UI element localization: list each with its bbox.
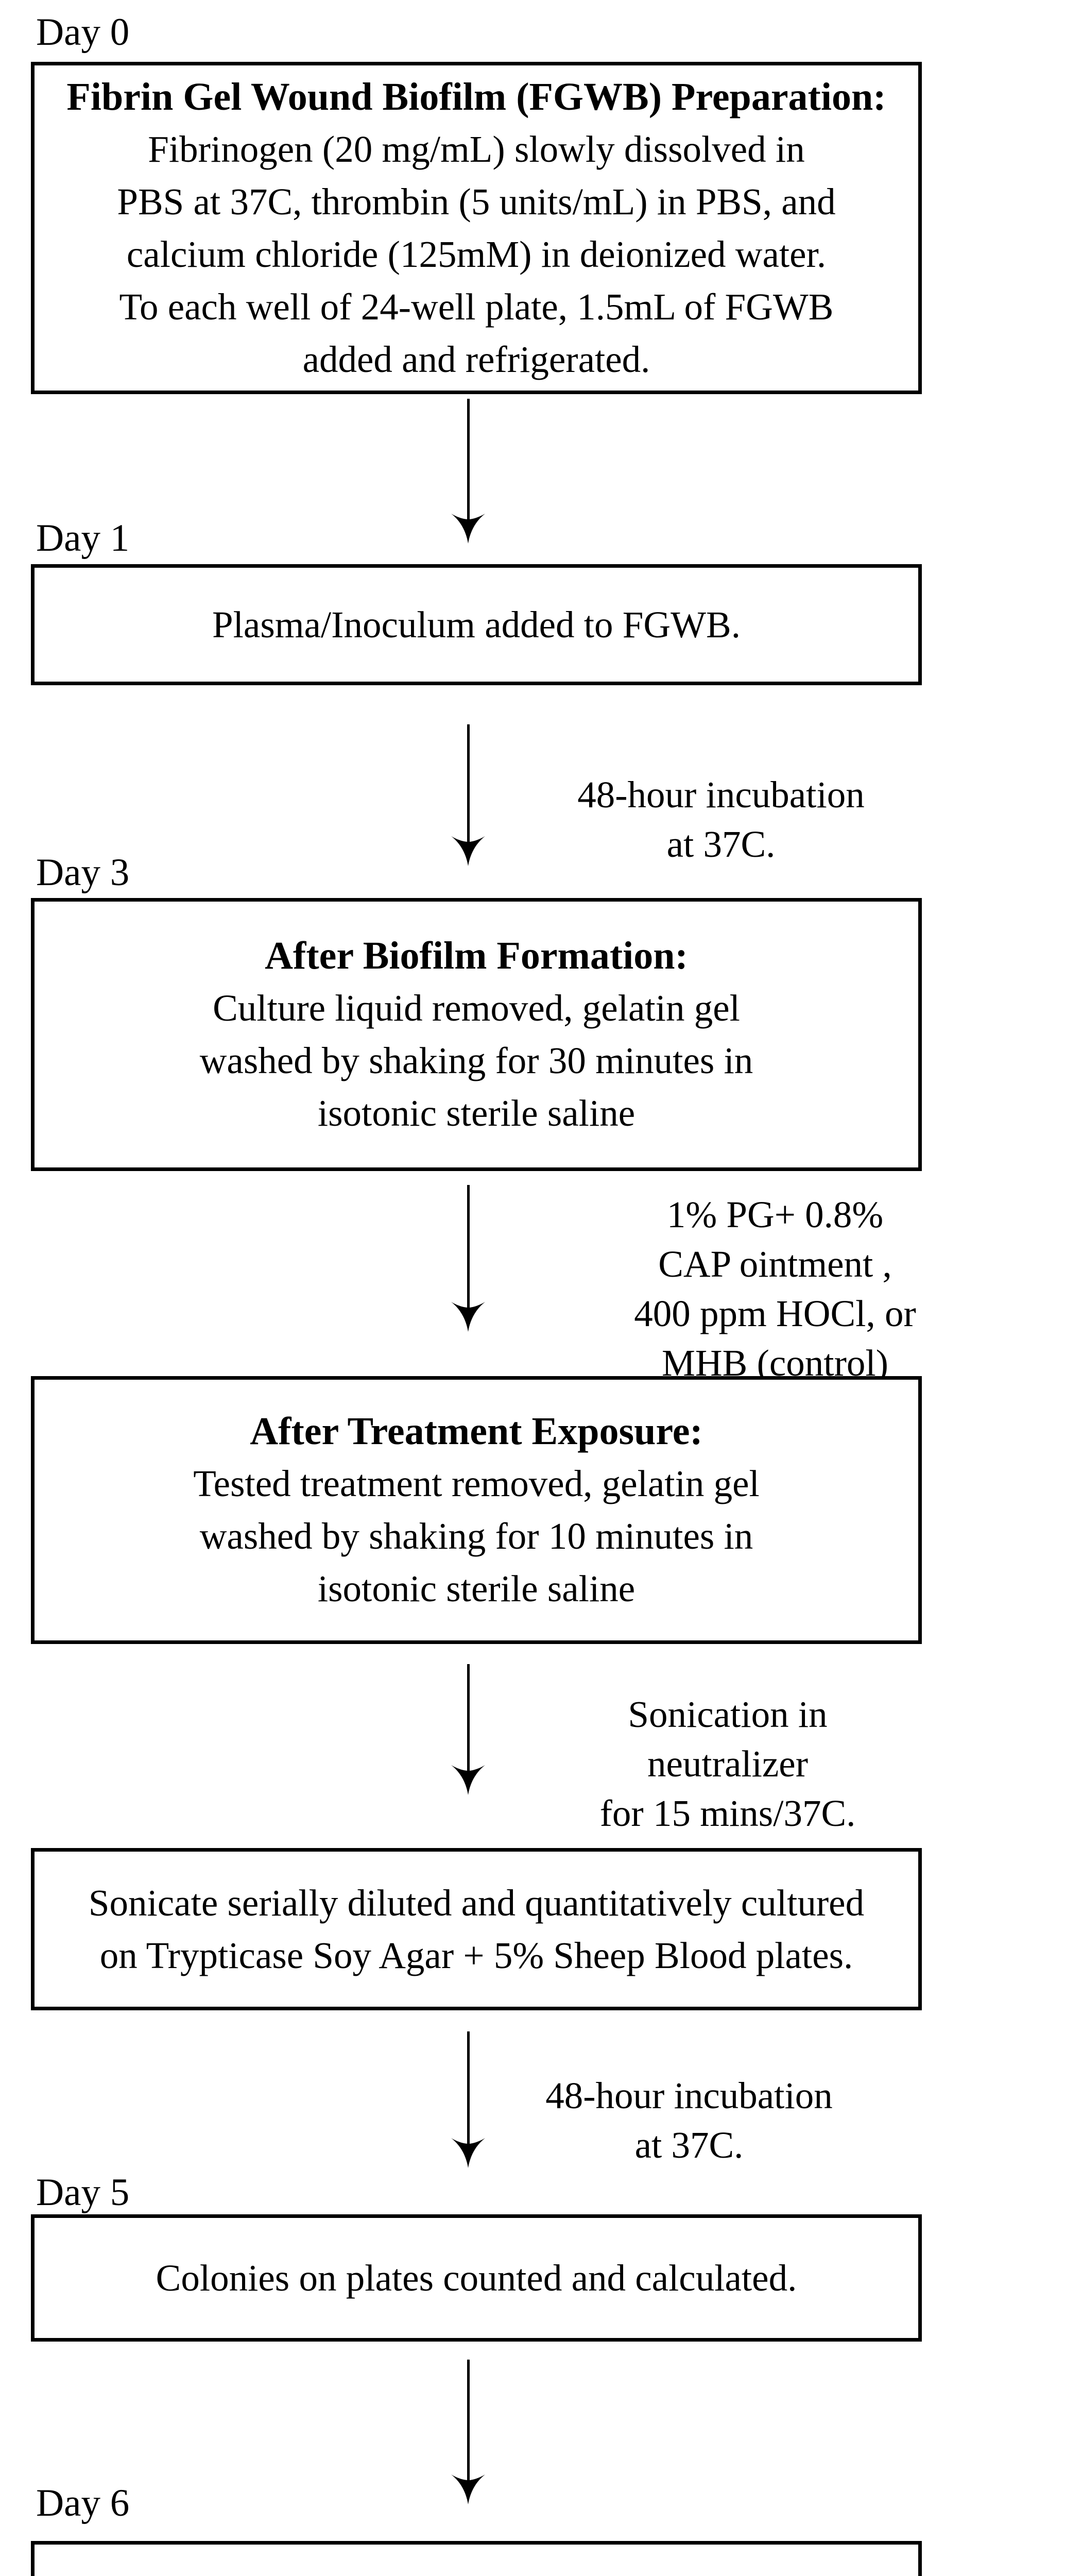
arrow-shaft [467,2031,470,2144]
flow-arrow-5 [450,2031,486,2169]
day-label-3: Day 3 [36,851,130,894]
day-label-0: Day 0 [36,11,130,54]
flow-arrow-2 [450,724,486,867]
box-after-treatment-exposure-body: Tested treatment removed, gelatin gel wa… [193,1463,760,1609]
box-regrowth-experiment-body: Regrowth experiment by exposing FGWB dis… [95,2573,857,2576]
box-fgwb-preparation: Fibrin Gel Wound Biofilm (FGWB) Preparat… [31,62,922,394]
box-after-biofilm-formation-title: After Biofilm Formation: [265,934,688,977]
box-fgwb-preparation-title: Fibrin Gel Wound Biofilm (FGWB) Preparat… [66,75,886,118]
box-colonies-counted: Colonies on plates counted and calculate… [31,2214,922,2342]
flow-arrow-1 [450,399,486,545]
arrow-head-icon [451,2138,485,2168]
box-regrowth-experiment: Regrowth experiment by exposing FGWB dis… [31,2541,922,2576]
arrow-head-icon [451,2475,485,2504]
arrow-head-icon [451,514,485,544]
arrow-head-icon [451,1302,485,1332]
arrow-shaft [467,724,470,842]
box-fgwb-preparation-body: Fibrinogen (20 mg/mL) slowly dissolved i… [117,128,836,380]
box-after-biofilm-formation-body: Culture liquid removed, gelatin gel wash… [199,987,753,1134]
day-label-1: Day 1 [36,517,130,560]
flow-arrow-4 [450,1664,486,1796]
box-after-biofilm-formation: After Biofilm Formation: Culture liquid … [31,898,922,1171]
flow-arrow-6 [450,2360,486,2505]
day-label-5: Day 5 [36,2171,130,2214]
arrow-shaft [467,399,470,520]
arrow-label-incubation-48h-second: 48-hour incubation at 37C. [545,2075,833,2166]
flow-arrow-3 [450,1185,486,1333]
arrow-head-icon [451,1765,485,1795]
box-sonicate-cultured: Sonicate serially diluted and quantitati… [31,1848,922,2010]
arrow-label-incubation-48h-first: 48-hour incubation at 37C. [577,774,865,865]
arrow-shaft [467,1664,470,1771]
box-after-treatment-exposure-title: After Treatment Exposure: [250,1410,703,1453]
box-plasma-inoculum: Plasma/Inoculum added to FGWB. [31,564,922,685]
day-label-6: Day 6 [36,2482,130,2524]
box-sonicate-cultured-body: Sonicate serially diluted and quantitati… [88,1882,865,1976]
arrow-head-icon [451,836,485,866]
arrow-label-sonication: Sonication in neutralizer for 15 mins/37… [599,1693,856,1834]
box-plasma-inoculum-body: Plasma/Inoculum added to FGWB. [212,603,741,646]
arrow-shaft [467,1185,470,1308]
box-after-treatment-exposure: After Treatment Exposure: Tested treatme… [31,1376,922,1644]
arrow-shaft [467,2360,470,2481]
box-colonies-counted-body: Colonies on plates counted and calculate… [156,2257,797,2299]
